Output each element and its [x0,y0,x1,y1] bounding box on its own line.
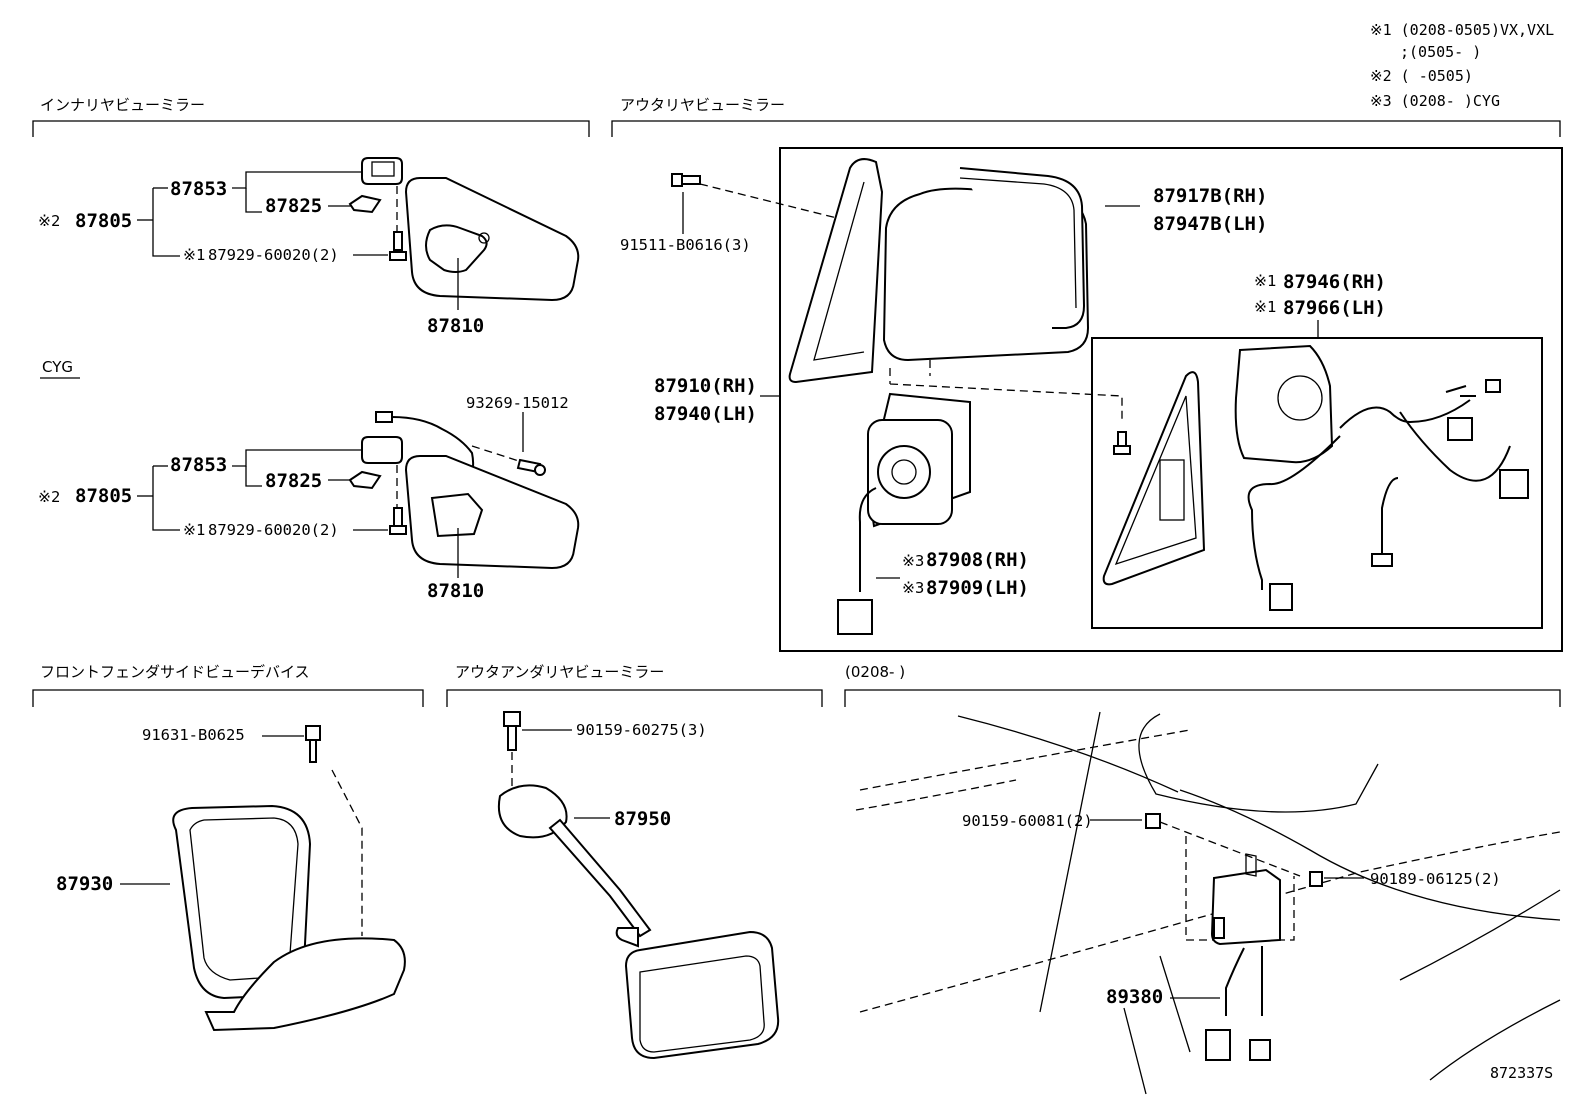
section-title-inner-mirror: インナリヤビューミラー [40,96,205,114]
outer-under-mirror: 90159-60275(3) 87950 [498,711,780,1060]
section-bracket-sensor [844,689,1561,707]
part-87825: 87825 [265,195,322,217]
fender-side-view-device: 91631-B0625 87930 [56,725,406,1032]
actuator-connector [1269,583,1293,611]
part-89380: 89380 [1106,986,1163,1008]
part-87853: 87853 [170,178,227,200]
mirror-stay [425,224,488,273]
mount-87950 [498,784,568,839]
part-87909-lh: 87909(LH) [926,577,1029,599]
inner-mirror-assembly-a: ※2 87805 87853 87825 ※1 87929-60020(2) 8… [38,157,580,337]
mark-1: ※1 [183,246,205,264]
note-1-line1: ※1 (0208-0505)VX,VXL [1370,21,1554,39]
mark-3: ※3 [902,579,924,597]
part-91511-b0616: 91511-B0616(3) [620,236,751,254]
section-title-fender-device: フロントフェンダサイドビューデバイス [40,663,310,681]
part-87917b-rh: 87917B(RH) [1153,185,1267,207]
mark-1: ※1 [1254,272,1276,290]
part-87805: 87805 [75,485,132,507]
note-3: ※3 (0208- )CYG [1370,92,1500,110]
part-90159-60275: 90159-60275(3) [576,721,707,739]
screw-outer [1113,431,1131,455]
part-87910-rh: 87910(RH) [654,375,757,397]
mirror-actuator-87946 [1234,344,1334,464]
applicability-notes: ※1 (0208-0505)VX,VXL ;(0505- ) ※2 ( -050… [1370,21,1554,110]
section-bracket-outer [611,120,1561,137]
part-87908-rh: 87908(RH) [926,549,1029,571]
note-2: ※2 ( -0505) [1370,67,1473,85]
part-90189-06125: 90189-06125(2) [1370,870,1501,888]
bolt-90159-60081 [1145,813,1161,829]
mirror-base-plate [1102,371,1206,586]
nut-90189-06125 [1309,871,1323,887]
diagram-reference-code: 872337S [1490,1064,1553,1082]
actuator-harness [1247,399,1471,590]
part-87929-60020: 87929-60020(2) [208,521,339,539]
part-90159-60081: 90159-60081(2) [962,812,1093,830]
part-87930: 87930 [56,873,113,895]
clip-87825 [348,470,382,490]
arm-87950 [548,818,652,938]
part-87929-60020: 87929-60020(2) [208,246,339,264]
inner-mirror-assembly-b: ※2 87805 87853 87825 ※1 87929-60020(2) 9… [38,394,580,602]
part-87810: 87810 [427,580,484,602]
outer-subassembly-frame [1091,337,1543,629]
outer-mirror-assembly: 91511-B0616(3) 87910(RH) 87940(LH) 87917… [620,147,1563,652]
section-title-under-period: (0208- ) [845,663,905,681]
inner-mirror-body [404,455,580,570]
mark-2: ※2 [38,212,60,230]
screw-87929 [389,507,407,535]
mark-2: ※2 [38,488,60,506]
retractor-connector [837,599,873,635]
section-title-outer-mirror: アウタリヤビューミラー [620,96,785,114]
part-87810: 87810 [427,315,484,337]
part-87966-lh: 87966(LH) [1283,297,1386,319]
mirror-87930 [172,804,312,1000]
sensor-unit-89380 [1210,868,1281,946]
mirror-glass-87917b [959,167,1086,329]
sensor-connector-a [1205,1029,1231,1061]
section-title-under-mirror: アウタアンダリヤビューミラー [455,663,664,681]
sensor-assembly: 90159-60081(2) 90189-06125(2) 89380 [855,711,1561,1095]
outer-mirror-frame [779,147,1563,652]
part-87853: 87853 [170,454,227,476]
part-87947b-lh: 87947B(LH) [1153,213,1267,235]
part-91631-b0625: 91631-B0625 [142,726,245,744]
clip-87825 [348,194,382,214]
under-mirror-head [624,930,780,1060]
mark-3: ※3 [902,552,924,570]
part-87940-lh: 87940(LH) [654,403,757,425]
pad-87853 [361,436,403,464]
part-87805: 87805 [75,210,132,232]
part-93269-15012: 93269-15012 [466,394,569,412]
retractor-harness [858,487,877,592]
mark-1: ※1 [183,521,205,539]
section-title-cyg: CYG [42,358,73,376]
mirror-stay-87930 [204,937,406,1032]
screw-87929 [389,231,407,261]
section-bracket-under [446,689,823,707]
harness-connector [375,411,393,423]
section-bracket-inner [32,120,590,137]
part-87825: 87825 [265,470,322,492]
section-bracket-fender [32,689,424,707]
part-87950: 87950 [614,808,671,830]
mirror-stay [430,492,484,538]
bolt-90159-60275 [503,711,521,751]
mirror-base-cover [788,158,884,384]
sensor-connector-b [1249,1039,1271,1061]
part-87946-rh: 87946(RH) [1283,271,1386,293]
note-1-line2: ;(0505- ) [1400,43,1481,61]
sensor-harness [1225,946,1263,1016]
bolt-91631 [305,725,321,763]
bolt-91511 [671,173,701,187]
mark-1: ※1 [1254,298,1276,316]
